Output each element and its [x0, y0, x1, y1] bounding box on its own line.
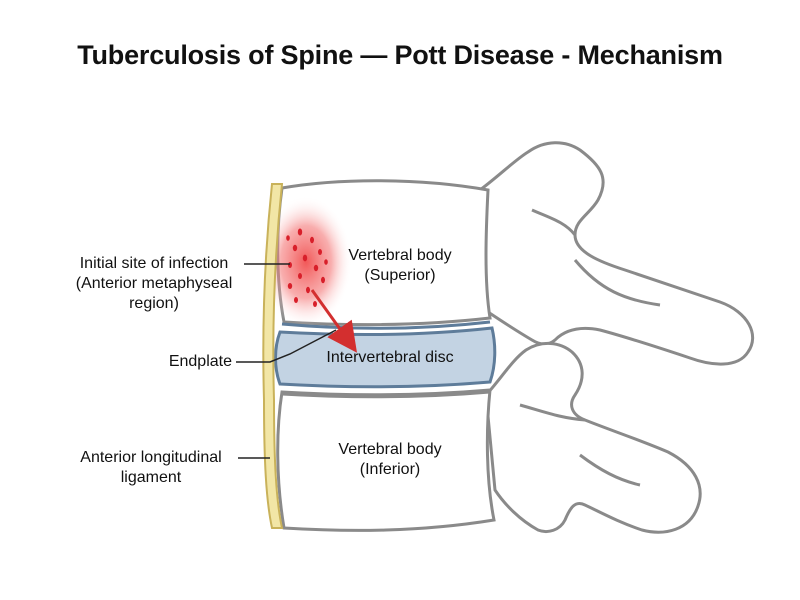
label-disc: Intervertebral disc — [326, 349, 454, 366]
label-infection-site: Initial site of infection (Anterior meta… — [75, 255, 233, 312]
superior-endplate — [281, 320, 491, 330]
label-superior-body: Vertebral body (Superior) — [348, 247, 452, 284]
label-ligament: Anterior longitudinal ligament — [80, 449, 222, 486]
label-inferior-body: Vertebral body (Inferior) — [338, 441, 442, 478]
infection-region — [260, 196, 352, 328]
anterior-longitudinal-ligament — [262, 183, 284, 529]
inferior-posterior-process — [484, 342, 702, 534]
spread-arrow — [310, 289, 357, 353]
inferior-vertebral-body — [276, 388, 496, 532]
label-endplate: Endplate — [168, 353, 232, 370]
diagram-title: Tuberculosis of Spine — Pott Disease - M… — [77, 40, 723, 70]
superior-posterior-process — [476, 141, 755, 366]
endplate-leader-line — [236, 329, 337, 363]
